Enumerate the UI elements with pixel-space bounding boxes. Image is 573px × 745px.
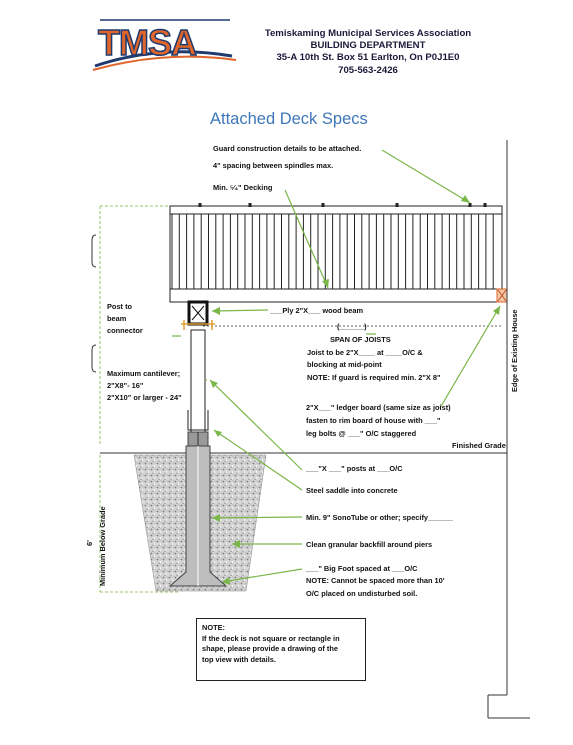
post-cap [483,203,487,207]
post-caps [198,203,487,207]
label-finished-grade: Finished Grade [452,441,506,450]
label-joist-2: blocking at mid-point [307,360,382,369]
label-saddle: Steel saddle into concrete [306,486,398,495]
callout-arrows [172,149,501,583]
org-address: 35-A 10th St. Box 51 Earlton, On P0J1E0 [276,52,460,64]
label-bigfoot-2: NOTE: Cannot be spaced more than 10' [306,576,445,585]
note-box: NOTE: If the deck is not square or recta… [196,618,366,681]
logo: TMSA [97,21,198,64]
label-spindles: 4" spacing between spindles max. [213,161,334,170]
dimension-lines [99,205,503,593]
label-connector: connector [107,326,143,335]
label-cantilever-2: 2"X8"- 16" [107,381,144,390]
logo-mark [92,19,237,71]
label-sonotube: Min. 9" SonoTube or other; specify______ [306,513,453,522]
label-min-below-grade: Minimum Below Grade [98,506,107,586]
label-post-to: Post to [107,302,133,311]
label-joist-1: Joist to be 2"X____ at ____O/C & [307,348,423,357]
label-cantilever-3: 2"X10" or larger - 24" [107,393,182,402]
label-ledger-3: leg bolts @ ___" O/C staggered [306,429,417,438]
label-joist-3: NOTE: If guard is required min. 2"X 8" [307,373,441,382]
label-edge-house: Edge of Existing House [510,309,519,392]
post-cap [321,203,325,207]
post-cap [198,203,202,207]
label-backfill: Clean granular backfill around piers [306,540,433,549]
label-guard: Guard construction details to be attache… [213,144,362,153]
note-heading: NOTE: [202,623,225,632]
arrow-heads [210,195,500,585]
label-span-blank: (______) [337,322,367,331]
post-beam-connector [181,320,215,330]
post-cap [468,203,472,207]
post-cap [395,203,399,207]
page-title: Attached Deck Specs [210,110,368,128]
label-ledger-1: 2"X___" ledger board (same size as joist… [306,403,451,412]
org-name: Temiskaming Municipal Services Associati… [264,28,472,39]
post [190,329,206,434]
label-ply-beam: ___Ply 2"X___ wood beam [270,306,364,315]
org-phone: 705-563-2426 [338,64,398,76]
brackets [91,234,97,373]
guard-rail [169,205,503,303]
org-header: Temiskaming Municipal Services Associati… [238,28,498,77]
note-line-2: shape, please provide a drawing of the [202,644,338,653]
org-department: BUILDING DEPARTMENT [310,40,426,52]
label-cantilever-1: Maximum cantilever; [107,369,181,378]
label-decking: Min. ⁵⁄₄" Decking [213,183,273,192]
label-posts: ___"X ___" posts at ___O/C [306,464,403,473]
label-bigfoot-3: O/C placed on undisturbed soil. [306,589,418,598]
post-cap [248,203,252,207]
label-bigfoot-1: ___" Big Foot spaced at ___O/C [306,564,418,573]
label-beam: beam [107,314,127,323]
note-line-1: If the deck is not square or rectangle i… [202,633,340,643]
label-ledger-2: fasten to rim board of house with ___" [306,416,441,425]
note-line-3: top view with details. [202,654,276,664]
spindles [171,214,494,289]
label-depth: 6' [85,540,94,546]
label-span-joists: SPAN OF JOISTS [330,335,391,344]
